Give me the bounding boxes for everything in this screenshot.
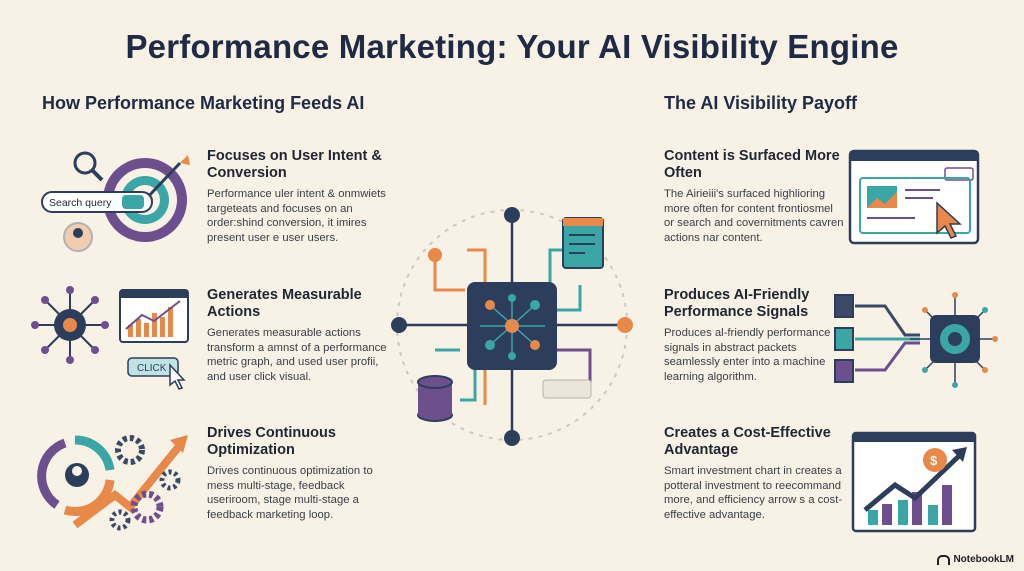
feature-intent-conversion: Focuses on User Intent & Conversion Perf… <box>207 148 387 245</box>
payoff-title: Content is Surfaced More Often <box>664 148 840 181</box>
investment-chart-icon: $ <box>851 431 977 533</box>
click-label: CLICK <box>137 363 167 374</box>
target-search-icon: Search query <box>41 151 190 252</box>
notebooklm-brand: NotebookLM <box>937 554 1014 565</box>
feature-body: Drives continuous optimization to mess m… <box>207 465 373 521</box>
payoff-ai-signals: Produces AI-Friendly Performance Signals… <box>664 287 844 384</box>
payoff-title: Creates a Cost-Effective Advantage <box>664 425 831 458</box>
browser-cursor-icon <box>848 149 980 245</box>
feature-title: Generates Measurable Actions <box>207 287 362 320</box>
payoff-cost-effective: Creates a Cost-Effective Advantage Smart… <box>664 425 844 522</box>
payoff-title: Produces AI-Friendly Performance Signals <box>664 287 810 320</box>
payoff-body: The Airieiii's surfaced highlioring more… <box>664 188 844 244</box>
payoff-body: Produces al-friendly performance signals… <box>664 327 831 383</box>
feature-measurable-actions: Generates Measurable Actions Generates m… <box>207 287 387 384</box>
svg-text:$: $ <box>930 453 938 468</box>
network-chart-click-icon: CLICK <box>31 286 189 390</box>
payoff-content-surfaced: Content is Surfaced More Often The Airie… <box>664 148 844 245</box>
page-title: Performance Marketing: Your AI Visibilit… <box>125 28 899 65</box>
payoff-body: Smart investment chart in creates a pott… <box>664 465 843 521</box>
left-section-heading: How Performance Marketing Feeds AI <box>42 93 365 113</box>
notebooklm-logo-icon <box>937 554 951 565</box>
ai-chip-network-hub-icon <box>391 207 633 446</box>
search-query-label: Search query <box>49 197 112 209</box>
gears-growth-arrow-icon <box>37 435 188 531</box>
right-section-heading: The AI Visibility Payoff <box>664 93 858 113</box>
feature-body: Generates measurable actions transform a… <box>207 327 387 383</box>
feature-title: Focuses on User Intent & Conversion <box>207 148 382 181</box>
feature-body: Performance uler intent & onmwiets targe… <box>207 188 386 244</box>
feature-title: Drives Continuous Optimization <box>207 425 336 458</box>
brand-label: NotebookLM <box>953 554 1014 565</box>
feature-continuous-optimization: Drives Continuous Optimization Drives co… <box>207 425 387 522</box>
documents-to-ai-chip-icon <box>834 292 998 388</box>
